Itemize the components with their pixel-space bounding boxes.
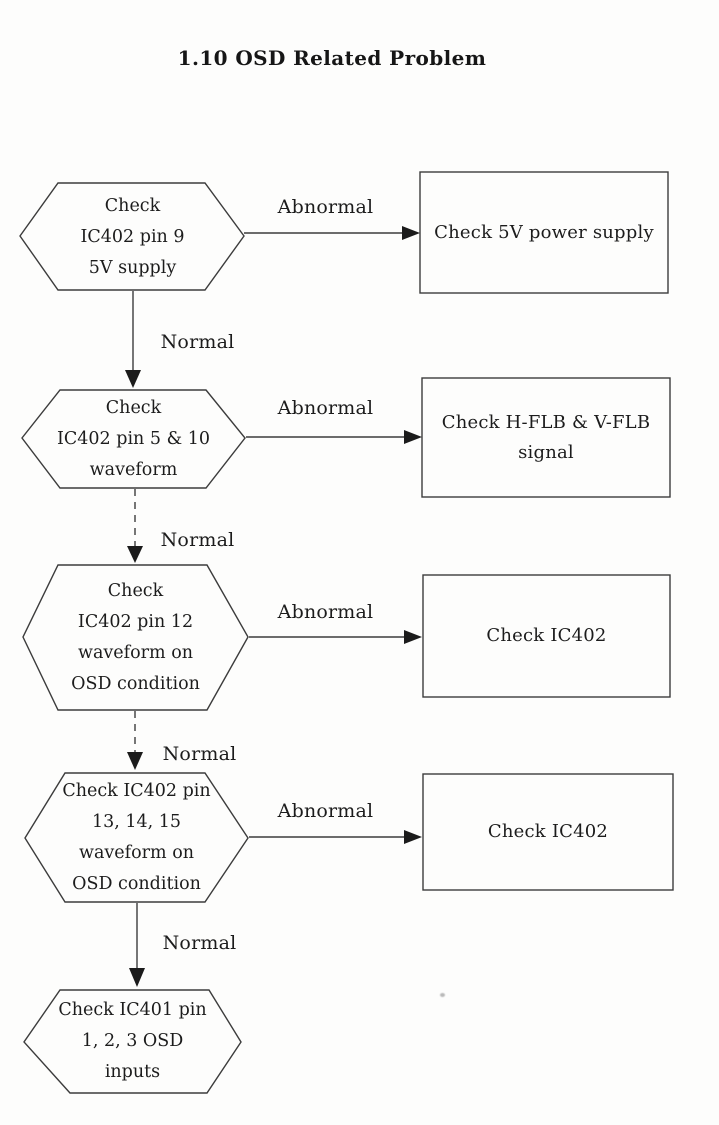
arrowhead-abnormal-2 bbox=[404, 430, 422, 444]
edge-label-normal-2: Normal bbox=[160, 529, 235, 551]
hexagon-outline-2 bbox=[21, 389, 246, 489]
node-line: 5V supply bbox=[88, 257, 177, 278]
arrowhead-normal-1 bbox=[125, 370, 141, 388]
action-check-5v-power-supply: Check 5V power supply bbox=[420, 172, 668, 293]
decision-check-pin5-10-waveform: Check IC402 pin 5 & 10 waveform bbox=[22, 390, 245, 488]
action-check-ic402-2: Check IC402 bbox=[423, 774, 673, 890]
node-line: waveform bbox=[89, 459, 178, 480]
action-line: Check H-FLB & V-FLB bbox=[441, 411, 651, 433]
edge-label-abnormal-1: Abnormal bbox=[277, 196, 374, 218]
node-line: inputs bbox=[104, 1062, 161, 1082]
node-line: IC402 pin 5 & 10 bbox=[56, 428, 210, 449]
scan-artifact-speck bbox=[440, 993, 445, 997]
node-line: Check bbox=[104, 195, 161, 216]
action-line: signal bbox=[518, 441, 574, 463]
node-line: 13, 14, 15 bbox=[91, 811, 182, 832]
node-line: waveform on bbox=[78, 642, 193, 663]
edge-label-abnormal-3: Abnormal bbox=[277, 601, 374, 623]
node-line: Check IC402 pin bbox=[62, 780, 211, 801]
hexagon-outline-3 bbox=[22, 564, 249, 711]
arrowhead-normal-4 bbox=[129, 968, 145, 987]
action-line: Check IC402 bbox=[486, 625, 607, 646]
rect-outline-1 bbox=[419, 171, 669, 294]
page-title: 1.10 OSD Related Problem bbox=[177, 46, 487, 71]
rect-outline-2 bbox=[421, 377, 671, 498]
action-check-hflb-vflb-signal: Check H-FLB & V-FLB signal bbox=[422, 378, 670, 497]
action-line: Check IC402 bbox=[487, 821, 609, 842]
edge-label-normal-3: Normal bbox=[162, 743, 237, 765]
node-line: IC402 pin 12 bbox=[77, 611, 194, 632]
edge-label-normal-1: Normal bbox=[160, 331, 235, 353]
arrowhead-normal-2 bbox=[127, 546, 143, 563]
node-line: OSD condition bbox=[72, 873, 201, 894]
node-line: waveform on bbox=[79, 842, 194, 863]
node-line: OSD condition bbox=[71, 673, 200, 694]
arrowhead-abnormal-4 bbox=[404, 830, 422, 844]
decision-check-ic401-osd-inputs: Check IC401 pin 1, 2, 3 OSD inputs bbox=[24, 990, 241, 1093]
arrowhead-abnormal-3 bbox=[404, 630, 422, 644]
decision-check-pin13-15-waveform: Check IC402 pin 13, 14, 15 waveform on O… bbox=[25, 773, 248, 902]
rect-outline-3 bbox=[422, 574, 671, 698]
hexagon-outline-5 bbox=[23, 989, 242, 1094]
decision-check-5v-supply: Check IC402 pin 9 5V supply bbox=[20, 184, 245, 290]
edge-label-normal-4: Normal bbox=[162, 932, 237, 954]
node-line: Check bbox=[105, 397, 162, 418]
action-check-ic402-1: Check IC402 bbox=[423, 575, 670, 697]
node-line: 1, 2, 3 OSD bbox=[81, 1031, 184, 1051]
edge-label-abnormal-2: Abnormal bbox=[277, 397, 374, 419]
node-line: Check IC401 pin bbox=[58, 1000, 207, 1020]
edge-label-abnormal-4: Abnormal bbox=[277, 800, 374, 822]
hexagon-outline-1 bbox=[19, 182, 245, 291]
decision-check-pin12-waveform: Check IC402 pin 12 waveform on OSD condi… bbox=[23, 565, 248, 710]
arrowhead-abnormal-1 bbox=[402, 226, 420, 240]
action-line: Check 5V power supply bbox=[434, 221, 654, 243]
hexagon-outline-4 bbox=[24, 772, 249, 903]
node-line: Check bbox=[107, 580, 164, 601]
arrowhead-normal-3 bbox=[127, 752, 143, 770]
rect-outline-4 bbox=[422, 773, 674, 891]
node-line: IC402 pin 9 bbox=[80, 226, 185, 247]
